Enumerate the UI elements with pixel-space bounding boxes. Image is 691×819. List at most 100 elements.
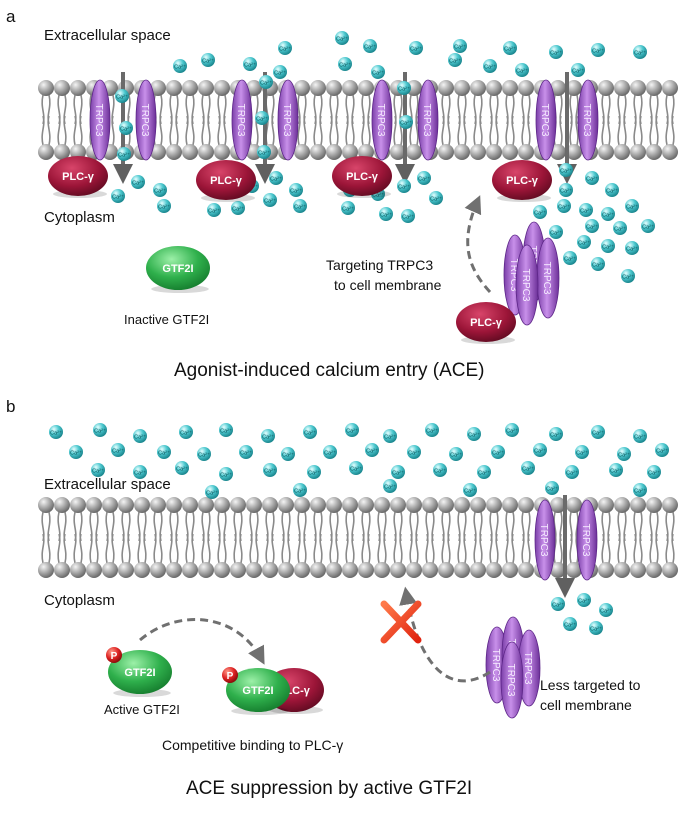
calcium-ion: Ca²⁺ bbox=[579, 203, 593, 217]
calcium-ion: Ca²⁺ bbox=[338, 57, 352, 71]
calcium-ion: Ca²⁺ bbox=[391, 465, 405, 479]
lipid-head bbox=[150, 144, 166, 160]
calcium-ion-label: Ca²⁺ bbox=[294, 204, 306, 211]
calcium-ion: Ca²⁺ bbox=[201, 53, 215, 67]
calcium-ion-label: Ca²⁺ bbox=[578, 240, 590, 247]
calcium-ion-label: Ca²⁺ bbox=[418, 176, 430, 183]
trpc3-label: TRPC3 bbox=[508, 259, 519, 292]
calcium-ion: Ca²⁺ bbox=[655, 443, 669, 457]
calcium-ion: Ca²⁺ bbox=[559, 163, 573, 177]
lipid-head bbox=[630, 144, 646, 160]
calcium-ion-label: Ca²⁺ bbox=[534, 210, 546, 217]
plc-gamma: PLC-γ bbox=[196, 160, 256, 202]
lipid-head bbox=[646, 80, 662, 96]
calcium-ion: Ca²⁺ bbox=[175, 461, 189, 475]
lipid-head bbox=[438, 144, 454, 160]
lipid-head bbox=[342, 80, 358, 96]
panel-b-letter: b bbox=[6, 397, 15, 416]
calcium-ion-label: Ca²⁺ bbox=[132, 180, 144, 187]
calcium-ion-label: Ca²⁺ bbox=[232, 206, 244, 213]
calcium-ion: Ca²⁺ bbox=[261, 429, 275, 443]
lipid-head bbox=[54, 562, 70, 578]
panel-a-letter: a bbox=[6, 7, 16, 26]
lipid-head bbox=[70, 80, 86, 96]
calcium-ion-label: Ca²⁺ bbox=[468, 432, 480, 439]
plc-gamma: PLC-γ bbox=[332, 156, 392, 198]
calcium-ion: Ca²⁺ bbox=[273, 65, 287, 79]
calcium-ion: Ca²⁺ bbox=[335, 31, 349, 45]
lipid-head bbox=[38, 144, 54, 160]
lipid-head bbox=[182, 497, 198, 513]
lipid-head bbox=[550, 80, 566, 96]
lipid-head bbox=[182, 80, 198, 96]
lipid-head bbox=[502, 562, 518, 578]
trpc3-label: TRPC3 bbox=[139, 104, 150, 137]
lipid-head bbox=[246, 562, 262, 578]
calcium-ion-label: Ca²⁺ bbox=[484, 64, 496, 71]
lipid-head bbox=[566, 562, 582, 578]
calcium-ion-label: Ca²⁺ bbox=[602, 212, 614, 219]
calcium-ion-label: Ca²⁺ bbox=[656, 448, 668, 455]
lipid-head bbox=[454, 144, 470, 160]
calcium-ion: Ca²⁺ bbox=[117, 147, 131, 161]
calcium-ion: Ca²⁺ bbox=[463, 483, 477, 497]
calcium-ion: Ca²⁺ bbox=[349, 461, 363, 475]
phosphate-group: P bbox=[106, 647, 122, 663]
trpc3-label: TRPC3 bbox=[235, 104, 246, 137]
lipid-head bbox=[246, 144, 262, 160]
lipid-head bbox=[70, 144, 86, 160]
calcium-ion: Ca²⁺ bbox=[601, 207, 615, 221]
inactive-gtf2i-label: Inactive GTF2I bbox=[124, 312, 209, 327]
lipid-head bbox=[502, 497, 518, 513]
calcium-ion: Ca²⁺ bbox=[323, 445, 337, 459]
lipid-head bbox=[566, 80, 582, 96]
calcium-ion: Ca²⁺ bbox=[179, 425, 193, 439]
trpc3-label: TRPC3 bbox=[581, 104, 592, 137]
calcium-ion: Ca²⁺ bbox=[407, 445, 421, 459]
plc-gamma-label: PLC-γ bbox=[506, 175, 539, 187]
phosphorylation-dashed-arrow bbox=[139, 618, 265, 665]
trpc3-subunit: TRPC3 bbox=[371, 79, 393, 161]
lipid-head bbox=[614, 562, 630, 578]
lipid-head bbox=[406, 80, 422, 96]
calcium-ion: Ca²⁺ bbox=[505, 423, 519, 437]
calcium-ion-label: Ca²⁺ bbox=[648, 470, 660, 477]
calcium-ion-label: Ca²⁺ bbox=[492, 450, 504, 457]
calcium-ion: Ca²⁺ bbox=[133, 465, 147, 479]
plc-gamma: PLC-γ bbox=[48, 156, 108, 198]
lipid-head bbox=[614, 497, 630, 513]
lipid-head bbox=[438, 80, 454, 96]
calcium-ion: Ca²⁺ bbox=[433, 463, 447, 477]
lipid-head bbox=[294, 562, 310, 578]
lipid-head bbox=[70, 562, 86, 578]
competitive-binding-label: Competitive binding to PLC-γ bbox=[162, 737, 343, 753]
calcium-ion-label: Ca²⁺ bbox=[602, 244, 614, 251]
calcium-ion-label: Ca²⁺ bbox=[610, 468, 622, 475]
calcium-ion: Ca²⁺ bbox=[591, 425, 605, 439]
calcium-ion: Ca²⁺ bbox=[613, 221, 627, 235]
lipid-head bbox=[150, 80, 166, 96]
calcium-ion-label: Ca²⁺ bbox=[450, 452, 462, 459]
trpc3-subunit: TRPC3 bbox=[500, 641, 524, 719]
calcium-ion-label: Ca²⁺ bbox=[398, 86, 410, 93]
calcium-ion: Ca²⁺ bbox=[131, 175, 145, 189]
calcium-ion: Ca²⁺ bbox=[111, 443, 125, 457]
calcium-ion-label: Ca²⁺ bbox=[158, 204, 170, 211]
calcium-ion-label: Ca²⁺ bbox=[564, 622, 576, 629]
lipid-head bbox=[150, 562, 166, 578]
lipid-head bbox=[598, 144, 614, 160]
calcium-ion-label: Ca²⁺ bbox=[392, 470, 404, 477]
calcium-ion: Ca²⁺ bbox=[589, 621, 603, 635]
calcium-ion: Ca²⁺ bbox=[91, 463, 105, 477]
calcium-ion-label: Ca²⁺ bbox=[449, 58, 461, 65]
calcium-ion: Ca²⁺ bbox=[533, 443, 547, 457]
lipid-head bbox=[598, 497, 614, 513]
calcium-ion: Ca²⁺ bbox=[397, 179, 411, 193]
calcium-ion: Ca²⁺ bbox=[647, 465, 661, 479]
trpc3-label: TRPC3 bbox=[375, 104, 386, 137]
calcium-ion-label: Ca²⁺ bbox=[158, 450, 170, 457]
trpc3-subunit: TRPC3 bbox=[277, 79, 299, 161]
calcium-ion-label: Ca²⁺ bbox=[464, 488, 476, 495]
active-gtf2i-label: Active GTF2I bbox=[104, 702, 180, 717]
